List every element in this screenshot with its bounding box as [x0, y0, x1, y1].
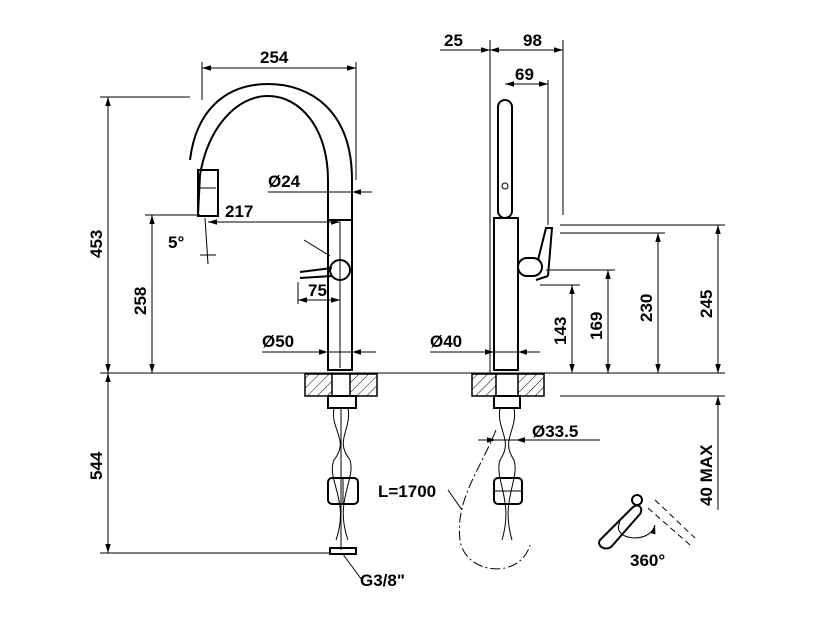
- rotation-symbol: 360°: [598, 494, 696, 570]
- front-spout: [197, 94, 329, 220]
- dim-hose-length: L=1700: [378, 482, 436, 501]
- dim-h245: 245: [697, 290, 716, 318]
- dim-side-c: 69: [515, 65, 534, 84]
- side-body: [493, 217, 519, 371]
- dim-spout-diameter: Ø24: [268, 172, 301, 191]
- dim-deck-max: 40 MAX: [697, 444, 716, 506]
- front-view: 254 453 258 5° 217 Ø24 75 Ø50 544: [87, 48, 725, 590]
- front-lever-knob: [329, 259, 351, 281]
- dim-side-body-diameter: Ø40: [430, 332, 462, 351]
- dim-h230: 230: [637, 294, 656, 322]
- dim-body-diameter: Ø50: [262, 332, 294, 351]
- dim-side-a: 25: [444, 31, 463, 50]
- front-spray-head: [197, 169, 219, 217]
- side-spout: [497, 99, 513, 219]
- dim-lever-offset: 75: [308, 281, 327, 300]
- dim-h169: 169: [587, 312, 606, 340]
- dim-hose-diameter: Ø33.5: [532, 422, 578, 441]
- side-hose-loop: [458, 429, 531, 570]
- dim-spout-height: 258: [131, 287, 150, 315]
- side-view: 25 98 69 Ø40 Ø33.5 L=1700 143 169 230 24…: [378, 31, 725, 570]
- front-body: [327, 219, 353, 371]
- dim-side-b: 98: [523, 31, 542, 50]
- dim-rotation: 360°: [630, 551, 665, 570]
- dim-angle: 5°: [168, 233, 184, 252]
- dim-top-width: 254: [260, 48, 289, 67]
- dim-reach: 217: [225, 202, 253, 221]
- dim-total-height: 453: [87, 230, 106, 258]
- dim-h143: 143: [551, 317, 570, 345]
- dim-connection: G3/8": [360, 571, 405, 590]
- dim-below-deck: 544: [87, 451, 106, 480]
